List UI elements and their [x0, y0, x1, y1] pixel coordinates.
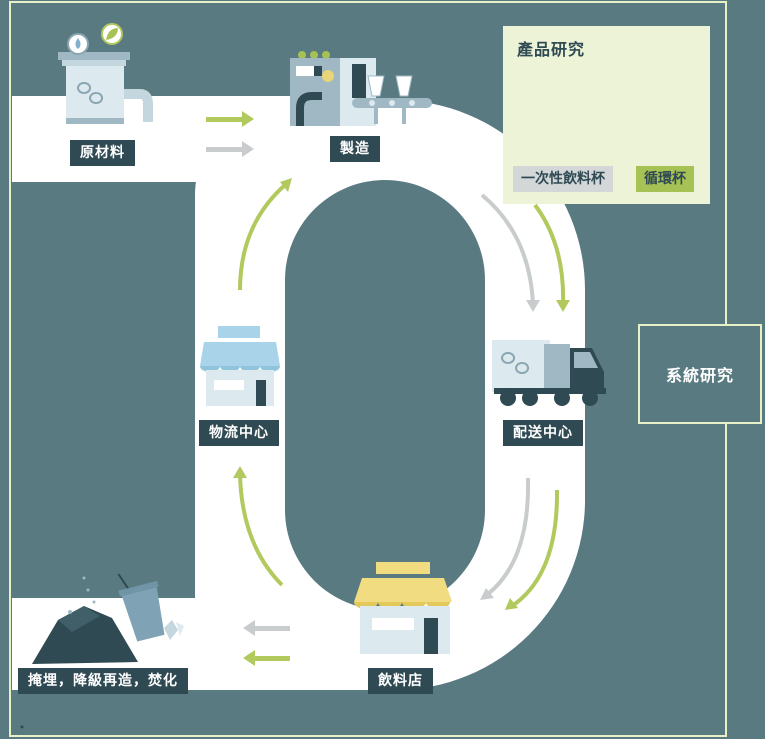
- logistics-store-icon: [200, 326, 280, 406]
- arrow-green-dc-to-shop: [510, 489, 560, 608]
- factory-icon: [290, 51, 432, 126]
- label-disposable-cup: 一次性飲料杯: [513, 166, 613, 192]
- arrow-green-raw-to-factory: [206, 117, 244, 122]
- product-research-title: 產品研究: [517, 40, 586, 59]
- arrow-green-shop-to-disposal: [254, 656, 290, 661]
- arrow-gray-dc-to-shop: [486, 477, 531, 596]
- loop-track: [195, 100, 585, 690]
- label-disposal: 掩埋，降級再造，焚化: [18, 668, 188, 694]
- label-manufacturing: 製造: [330, 136, 380, 162]
- product-research-panel: 產品研究 一次性飲料杯 循環杯: [503, 26, 710, 204]
- delivery-truck-icon: [492, 340, 606, 406]
- arrow-gray-shop-to-disposal: [254, 626, 290, 631]
- top-band: [12, 96, 312, 182]
- beverage-shop-icon: [354, 562, 452, 654]
- arrow-gray-factory-to-dc: [480, 193, 535, 306]
- label-distribution-center: 配送中心: [503, 420, 583, 446]
- arrow-shop-to-logistics: [238, 474, 284, 587]
- landfill-pile-icon: [32, 573, 184, 664]
- label-raw-materials: 原材料: [70, 140, 135, 166]
- label-beverage-shop: 飲料店: [368, 668, 433, 694]
- arrow-gray-raw-to-factory: [206, 147, 244, 152]
- arrow-green-factory-to-dc: [533, 203, 566, 306]
- label-logistics-center: 物流中心: [199, 420, 279, 446]
- label-reusable-cup: 循環杯: [636, 166, 694, 192]
- system-research-box: 系統研究: [638, 324, 762, 424]
- raw-materials-icon: [58, 23, 153, 124]
- arrow-logistics-to-factory: [238, 183, 287, 291]
